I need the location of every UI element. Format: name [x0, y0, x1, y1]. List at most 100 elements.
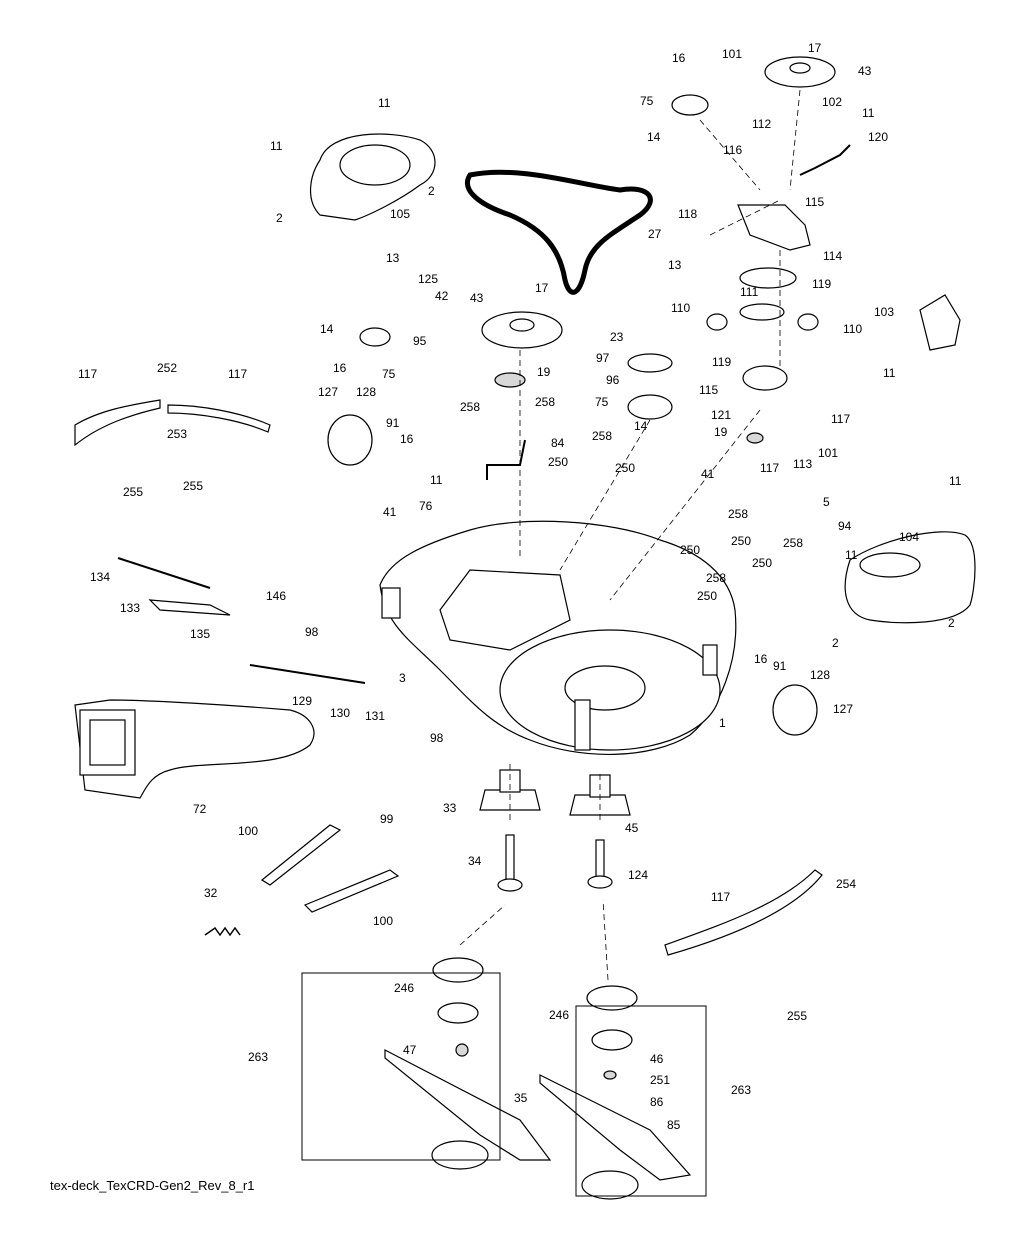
- callout-250d: 250: [680, 543, 700, 557]
- callout-86: 86: [650, 1095, 664, 1109]
- callout-17b: 17: [535, 281, 549, 295]
- callout-35: 35: [514, 1091, 528, 1105]
- callout-76: 76: [419, 499, 433, 513]
- gauge-wheel-128-right[interactable]: [772, 684, 818, 736]
- callout-91a: 91: [386, 416, 400, 430]
- deck-pulley-43-hub: [509, 318, 535, 332]
- gauge-wheel-128-left[interactable]: [327, 414, 373, 466]
- callout-250f: 250: [697, 589, 717, 603]
- idler-pulley-75-left[interactable]: [359, 327, 391, 347]
- callout-2a: 2: [428, 184, 435, 198]
- callout-135: 135: [190, 627, 210, 641]
- part-drawings: [74, 56, 976, 1200]
- callout-14c: 14: [634, 419, 648, 433]
- spacer-19-left[interactable]: [494, 372, 526, 388]
- shaft-34[interactable]: [505, 834, 515, 881]
- callout-255b: 255: [183, 479, 203, 493]
- callout-258f: 258: [706, 571, 726, 585]
- callout-113: 113: [793, 457, 812, 471]
- callout-11e: 11: [430, 473, 443, 487]
- link-99-bottom[interactable]: [303, 869, 400, 913]
- callout-124: 124: [628, 868, 648, 882]
- callout-115a: 115: [805, 195, 824, 209]
- callout-98b: 98: [430, 731, 444, 745]
- rod-129[interactable]: [249, 664, 366, 684]
- rod-134[interactable]: [117, 557, 211, 589]
- blade-adapter-263-left-top[interactable]: [432, 957, 484, 983]
- washer-46[interactable]: [603, 1070, 617, 1080]
- rail-252[interactable]: [74, 399, 161, 447]
- bracket-118[interactable]: [737, 204, 811, 251]
- callout-246a: 246: [394, 981, 414, 995]
- kit-box-left: [301, 972, 501, 1161]
- gear-110-right[interactable]: [797, 313, 819, 331]
- callout-116: 116: [723, 143, 742, 157]
- callout-250b: 250: [615, 461, 635, 475]
- callout-96: 96: [606, 373, 620, 387]
- callout-128a: 128: [356, 385, 376, 399]
- callout-255c: 255: [787, 1009, 807, 1023]
- callout-102: 102: [822, 95, 842, 109]
- rod-120[interactable]: [799, 144, 851, 176]
- callout-251: 251: [650, 1073, 670, 1087]
- callout-32: 32: [204, 886, 218, 900]
- callout-2c: 2: [948, 616, 955, 630]
- spring-32[interactable]: [204, 926, 241, 937]
- nut-47[interactable]: [455, 1043, 469, 1057]
- callout-47: 47: [403, 1043, 417, 1057]
- callout-117c: 117: [831, 412, 850, 426]
- spacer-19-right[interactable]: [746, 432, 764, 444]
- callout-258c: 258: [592, 429, 612, 443]
- gear-119-bottom[interactable]: [742, 365, 788, 391]
- link-99-top[interactable]: [260, 824, 342, 886]
- blade-adapter-263-right-bottom: [581, 1170, 639, 1200]
- callout-254: 254: [836, 877, 856, 891]
- blade-adapter-263-right-top[interactable]: [586, 985, 638, 1011]
- drive-belt[interactable]: [465, 169, 653, 295]
- callout-75b: 75: [382, 367, 396, 381]
- callout-120: 120: [868, 130, 888, 144]
- shaft-124-bearing: [587, 875, 613, 889]
- callout-16c: 16: [400, 432, 414, 446]
- idler-pulley-75-top[interactable]: [671, 94, 709, 116]
- callout-121: 121: [711, 408, 731, 422]
- callout-253: 253: [167, 427, 187, 441]
- callout-16b: 16: [333, 361, 347, 375]
- idler-pulley-75-mid[interactable]: [627, 394, 673, 420]
- gear-cover-111[interactable]: [739, 303, 785, 321]
- blade-35[interactable]: [384, 1049, 552, 1161]
- callout-19b: 19: [714, 425, 728, 439]
- bracket-133[interactable]: [148, 599, 231, 616]
- callout-41b: 41: [383, 505, 397, 519]
- belt-cover-right[interactable]: [844, 531, 976, 624]
- callout-119a: 119: [812, 277, 831, 291]
- callout-13b: 13: [386, 251, 400, 265]
- blade-adapter-246-left[interactable]: [437, 1002, 479, 1024]
- callout-134: 134: [90, 570, 110, 584]
- callout-75c: 75: [595, 395, 609, 409]
- blade-adapter-246-right[interactable]: [591, 1029, 633, 1051]
- callout-91b: 91: [773, 659, 787, 673]
- blade-85[interactable]: [539, 1074, 692, 1181]
- callout-258d: 258: [728, 507, 748, 521]
- callout-43a: 43: [858, 64, 872, 78]
- callout-258b: 258: [535, 395, 555, 409]
- shaft-124[interactable]: [595, 839, 605, 879]
- callout-110a: 110: [671, 301, 690, 315]
- callout-252: 252: [157, 361, 177, 375]
- rail-254[interactable]: [664, 869, 823, 956]
- callout-250c: 250: [731, 534, 751, 548]
- gear-119-top[interactable]: [739, 267, 797, 289]
- callout-101b: 101: [818, 446, 838, 460]
- belt-cover-right-window: [859, 552, 921, 578]
- callout-255a: 255: [123, 485, 143, 499]
- callout-111: 111: [740, 285, 759, 299]
- rail-253[interactable]: [167, 404, 271, 433]
- pulley-cover-97[interactable]: [627, 353, 673, 373]
- callout-41a: 41: [701, 467, 715, 481]
- rod-84[interactable]: [486, 439, 526, 480]
- belt-cover-left-window: [339, 144, 411, 186]
- gear-110-left[interactable]: [706, 313, 728, 331]
- bracket-103[interactable]: [919, 294, 961, 351]
